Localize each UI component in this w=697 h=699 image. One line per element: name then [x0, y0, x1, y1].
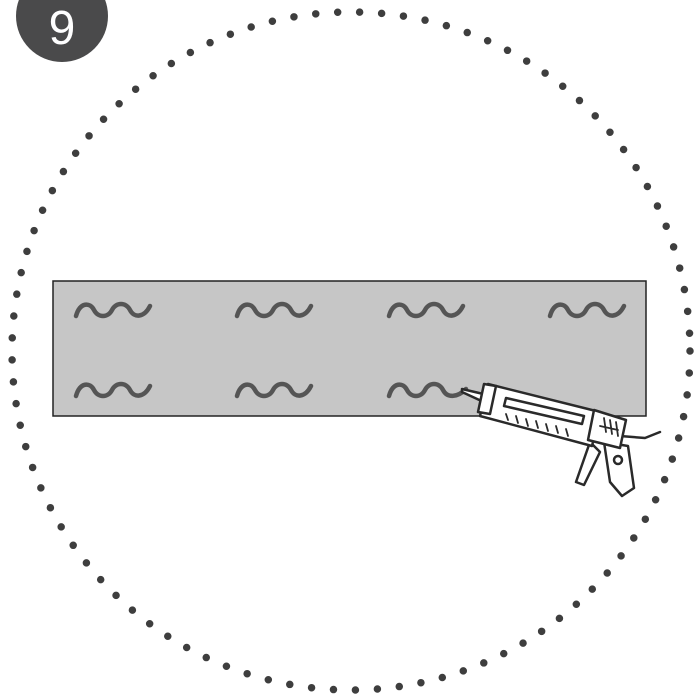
adhesive-squiggle [386, 381, 469, 399]
cartridge-slot [502, 396, 586, 426]
adhesive-row-2 [73, 381, 469, 399]
head-grip-lines [599, 417, 619, 437]
step-number: 9 [48, 2, 76, 55]
dotted-detail-circle [8, 8, 694, 694]
adhesive-squiggle [547, 301, 627, 319]
adhesive-squiggle [73, 301, 153, 319]
grip-hole [612, 454, 624, 466]
front-cap [476, 382, 498, 416]
gun-head [586, 408, 628, 450]
trigger-handle [574, 440, 602, 487]
adhesive-squiggle [73, 381, 153, 399]
caulking-gun-icon [460, 382, 662, 498]
gray-panel [52, 280, 647, 417]
plunger-rod [618, 430, 662, 440]
adhesive-squiggle [386, 301, 466, 319]
frame-ribs [505, 413, 569, 437]
adhesive-squiggle [234, 381, 314, 399]
grip-handle [602, 440, 636, 498]
adhesive-squiggle [234, 301, 314, 319]
adhesive-row-1 [73, 301, 627, 319]
